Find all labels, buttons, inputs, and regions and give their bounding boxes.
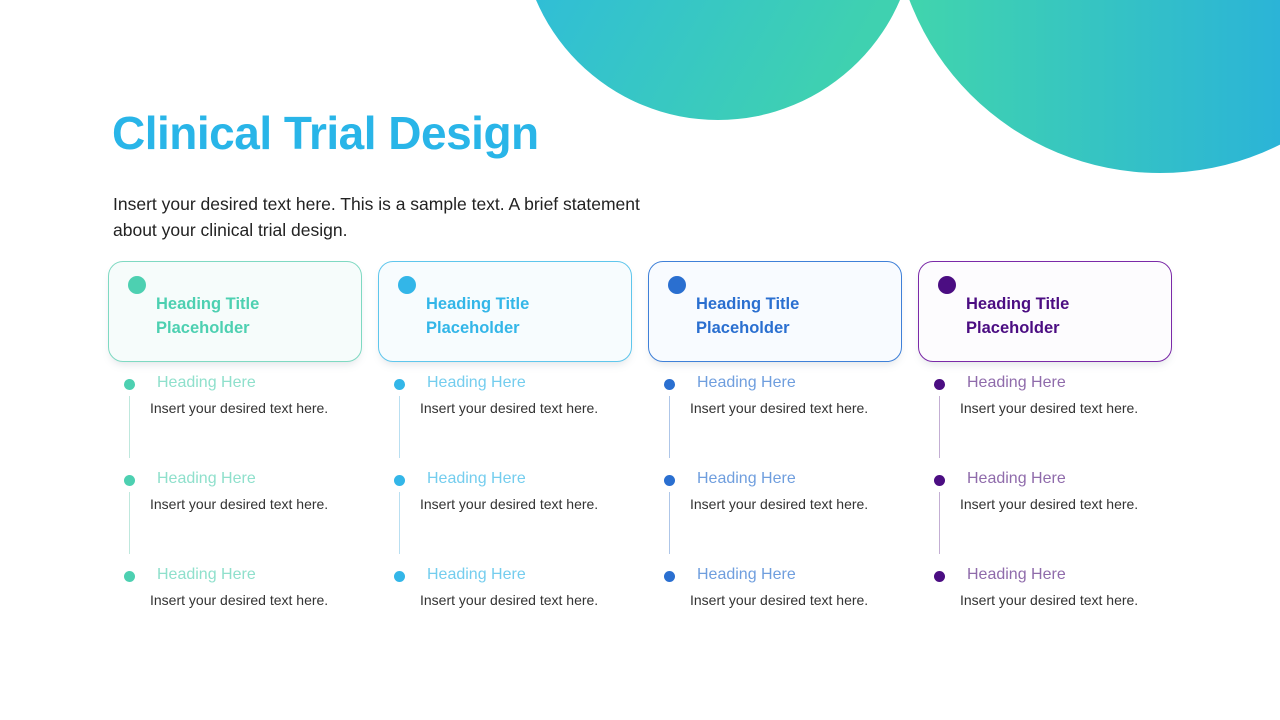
bullet-heading: Heading Here [967, 470, 1066, 487]
bullet-body-text: Insert your desired text here. [960, 400, 1139, 416]
bullet-dot-icon [934, 475, 945, 486]
connector-line [129, 396, 130, 458]
bullet-dot-icon [934, 379, 945, 390]
bullet-heading: Heading Here [427, 374, 526, 391]
bullet-dot-icon [394, 379, 405, 390]
bullet-body-text: Insert your desired text here. [420, 496, 599, 512]
card-1[interactable]: Heading Title Placeholder [108, 261, 362, 362]
card-title: Heading Title Placeholder [156, 295, 260, 338]
card-2[interactable]: Heading Title Placeholder [378, 261, 632, 362]
bullet-dot-icon [664, 379, 675, 390]
bullet-dot-icon [124, 475, 135, 486]
bullet-body-text: Insert your desired text here. [150, 496, 329, 512]
bullet-heading: Heading Here [157, 470, 256, 487]
decorative-arcs [0, 0, 1280, 200]
bullet-body-text: Insert your desired text here. [960, 592, 1139, 608]
page-subtitle: Insert your desired text here. This is a… [113, 194, 640, 240]
bullet-body-text: Insert your desired text here. [690, 400, 869, 416]
bullet-heading: Heading Here [427, 470, 526, 487]
card-3[interactable]: Heading Title Placeholder [648, 261, 902, 362]
bullet-body-text: Insert your desired text here. [960, 496, 1139, 512]
bullet-dot-icon [394, 475, 405, 486]
bullet-heading: Heading Here [427, 566, 526, 583]
bullet-heading: Heading Here [157, 566, 256, 583]
card-title: Heading Title Placeholder [696, 295, 800, 338]
bullet-dot-icon [664, 475, 675, 486]
card-title: Heading Title Placeholder [966, 295, 1070, 338]
card-4[interactable]: Heading Title Placeholder [918, 261, 1172, 362]
bullet-heading: Heading Here [697, 470, 796, 487]
connector-line [939, 396, 940, 458]
connector-line [399, 396, 400, 458]
bullet-heading: Heading Here [967, 566, 1066, 583]
bullet-heading: Heading Here [697, 374, 796, 391]
bullet-dot-icon [124, 379, 135, 390]
bullet-body-text: Insert your desired text here. [420, 400, 599, 416]
bullet-body-text: Insert your desired text here. [690, 592, 869, 608]
bullet-heading: Heading Here [157, 374, 256, 391]
connector-line [399, 492, 400, 554]
card-bullet-dot-icon [938, 276, 956, 294]
bullet-body-text: Insert your desired text here. [150, 592, 329, 608]
arc-shape-left [536, 0, 900, 120]
page-title: Clinical Trial Design [112, 107, 539, 159]
connector-line [129, 492, 130, 554]
connector-line [669, 396, 670, 458]
bullet-dot-icon [934, 571, 945, 582]
bullet-body-text: Insert your desired text here. [150, 400, 329, 416]
connector-line [669, 492, 670, 554]
bullet-dot-icon [394, 571, 405, 582]
bullet-heading: Heading Here [697, 566, 796, 583]
card-bullet-dot-icon [398, 276, 416, 294]
card-title: Heading Title Placeholder [426, 295, 530, 338]
connector-line [939, 492, 940, 554]
bullet-dot-icon [664, 571, 675, 582]
arc-shape-right [909, 0, 1280, 173]
bullet-body-text: Insert your desired text here. [420, 592, 599, 608]
bullet-dot-icon [124, 571, 135, 582]
card-bullet-dot-icon [128, 276, 146, 294]
card-bullet-dot-icon [668, 276, 686, 294]
bullet-body-text: Insert your desired text here. [690, 496, 869, 512]
bullet-heading: Heading Here [967, 374, 1066, 391]
